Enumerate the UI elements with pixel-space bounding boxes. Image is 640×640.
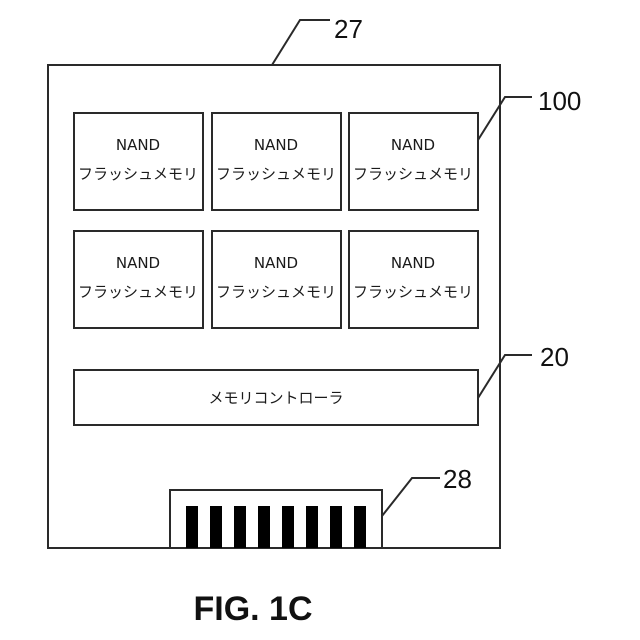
- chip-label-line1: NAND: [391, 136, 435, 154]
- connector: [170, 490, 382, 548]
- chip-label-line2: フラッシュメモリ: [216, 283, 336, 301]
- ref-label-controller: 20: [540, 342, 569, 372]
- nand-chip: NAND フラッシュメモリ: [349, 231, 478, 328]
- ref-label-card: 27: [334, 14, 363, 44]
- memory-controller-label: メモリコントローラ: [208, 389, 343, 407]
- chip-label-line2: フラッシュメモリ: [353, 283, 473, 301]
- nand-chip: NAND フラッシュメモリ: [74, 231, 203, 328]
- chip-label-line1: NAND: [254, 254, 298, 272]
- nand-chip: NAND フラッシュメモリ: [212, 113, 341, 210]
- chip-label-line1: NAND: [391, 254, 435, 272]
- nand-chip: NAND フラッシュメモリ: [212, 231, 341, 328]
- nand-chip: NAND フラッシュメモリ: [349, 113, 478, 210]
- connector-contact: [282, 506, 294, 548]
- connector-contact: [330, 506, 342, 548]
- ref-label-chip: 100: [538, 86, 581, 116]
- ref-label-connector: 28: [443, 464, 472, 494]
- chip-label-line1: NAND: [116, 254, 160, 272]
- chip-label-line1: NAND: [254, 136, 298, 154]
- figure-caption: FIG. 1C: [193, 590, 312, 628]
- connector-contact: [186, 506, 198, 548]
- connector-contact: [258, 506, 270, 548]
- chip-label-line1: NAND: [116, 136, 160, 154]
- chip-label-line2: フラッシュメモリ: [216, 165, 336, 183]
- nand-chip: NAND フラッシュメモリ: [74, 113, 203, 210]
- chip-label-line2: フラッシュメモリ: [78, 165, 198, 183]
- connector-contact: [210, 506, 222, 548]
- leader-line-card: [272, 20, 330, 65]
- connector-contact: [234, 506, 246, 548]
- connector-contact: [306, 506, 318, 548]
- chip-label-line2: フラッシュメモリ: [353, 165, 473, 183]
- chip-label-line2: フラッシュメモリ: [78, 283, 198, 301]
- connector-contact: [354, 506, 366, 548]
